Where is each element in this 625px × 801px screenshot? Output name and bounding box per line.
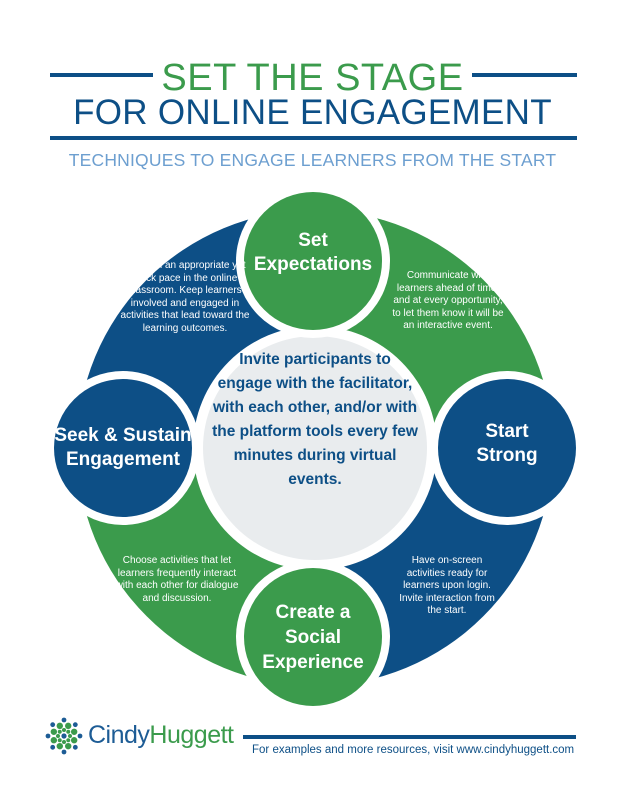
desc-top-right: Communicate with learners ahead of time,… — [392, 270, 504, 331]
flower-dots-logo-icon — [45, 717, 83, 755]
title-line-1-text: SET THE STAGE — [153, 57, 472, 99]
node-label-seek-sustain-engagement: Seek & Sustain Engagement — [54, 425, 192, 470]
node-label-create-social-experience: Create a Social Experience — [262, 602, 364, 673]
subtitle: TECHNIQUES TO ENGAGE LEARNERS FROM THE S… — [68, 150, 557, 170]
desc-top-left: Maintain an appropriate yet quick pace i… — [120, 260, 250, 334]
title-line-2: FOR ONLINE ENGAGEMENT — [73, 93, 552, 132]
logo-petal-dot — [50, 728, 58, 735]
node-label-set-expectations: Set Expectations — [253, 230, 373, 275]
brand-name: CindyHuggett — [88, 719, 234, 751]
logo-inner-dot — [56, 734, 60, 738]
resources-link-text[interactable]: For examples and more resources, visit w… — [252, 744, 575, 756]
node-create-social-experience — [244, 568, 382, 706]
title-rule-bottom — [50, 136, 577, 140]
logo-outer-dot — [61, 749, 67, 755]
brand-first: Cindy — [88, 721, 150, 749]
logo-inner-dot — [57, 738, 62, 743]
logo-petal-dot — [70, 737, 78, 744]
desc-bottom-left: Choose activities that let learners freq… — [115, 555, 239, 604]
brand-last: Huggett — [149, 721, 234, 749]
logo-outer-dot — [72, 744, 78, 750]
logo-outer-dot — [61, 717, 67, 723]
title-rule-left — [50, 73, 170, 77]
logo-inner-dot — [66, 729, 71, 734]
logo-petal-dot — [70, 728, 78, 735]
node-start-strong — [438, 379, 576, 517]
logo-outer-dot — [50, 744, 56, 750]
node-seek-sustain-engagement — [54, 379, 192, 517]
logo-inner-dot — [57, 729, 62, 734]
logo-petal-dot — [56, 722, 63, 730]
logo-inner-dot — [68, 734, 72, 738]
center-circle — [203, 336, 427, 560]
logo-center-dot — [61, 733, 67, 739]
logo-inner-dot — [66, 738, 71, 743]
desc-bottom-right: Have on-screen activities ready for lear… — [399, 555, 495, 616]
logo-petal-dot — [56, 742, 63, 750]
logo-outer-dot — [77, 733, 83, 739]
node-label-start-strong: Start Strong — [476, 421, 538, 466]
logo-outer-dot — [45, 733, 51, 739]
footer-rule — [243, 735, 576, 739]
logo-petal-dot — [65, 722, 72, 730]
logo-inner-dot — [62, 740, 66, 744]
logo-petal-dot — [65, 742, 72, 750]
logo-outer-dot — [72, 722, 78, 728]
logo-inner-dot — [62, 728, 66, 732]
logo-petal-dot — [50, 737, 58, 744]
center-text: Invite participants to engage with the f… — [212, 351, 418, 488]
node-set-expectations — [244, 192, 382, 330]
title-line-1: SET THE STAGE — [0, 56, 625, 100]
title-rule-right — [455, 73, 577, 77]
logo-outer-dot — [50, 722, 56, 728]
